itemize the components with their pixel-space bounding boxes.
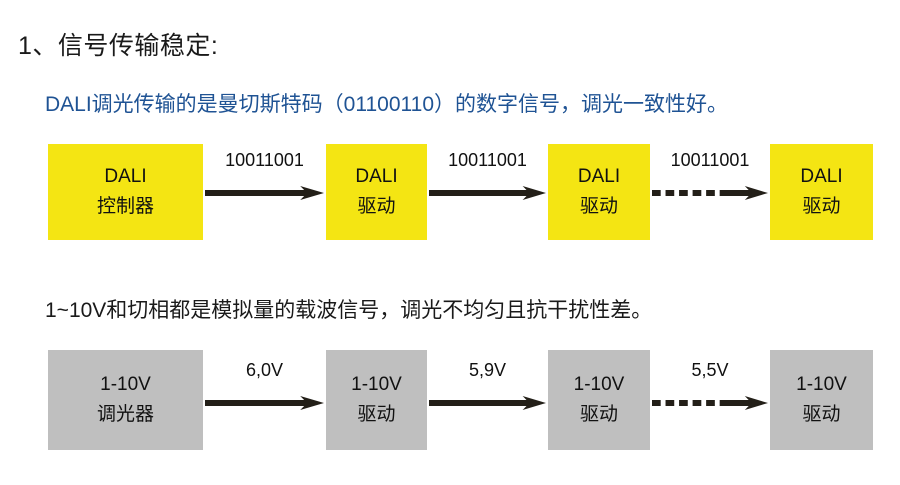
node-line-primary: 1-10V	[100, 374, 151, 396]
analog-node-driver-1: 1-10V 驱动	[326, 350, 427, 450]
node-line-primary: DALI	[800, 166, 843, 188]
node-line-secondary: 驱动	[802, 404, 841, 425]
dali-flow-diagram: DALI 控制器 10011001 DALI 驱动 10011001	[0, 144, 900, 240]
dali-connector-3-label: 10011001	[670, 150, 750, 170]
node-line-primary: 1-10V	[351, 374, 402, 396]
dali-node-driver-2: DALI 驱动	[548, 144, 650, 240]
node-line-primary: DALI	[577, 166, 621, 188]
dali-connector-1-label: 10011001	[225, 150, 304, 170]
dali-node-controller: DALI 控制器	[48, 144, 203, 240]
analog-connector-1: 6,0V	[203, 350, 326, 450]
arrow-right-solid-icon	[205, 396, 324, 410]
node-line-secondary: 调光器	[96, 404, 154, 425]
node-line-primary: DALI	[355, 166, 398, 188]
node-line-secondary: 驱动	[357, 196, 396, 217]
analog-node-driver-3: 1-10V 驱动	[770, 350, 873, 450]
arrow-right-solid-icon	[429, 186, 546, 200]
analog-description-text: 1~10V和切相都是模拟量的载波信号，调光不均匀且抗干扰性差。	[45, 299, 653, 322]
dali-node-driver-3: DALI 驱动	[770, 144, 873, 240]
analog-flow-diagram: 1-10V 调光器 6,0V 1-10V 驱动 5,9V	[0, 350, 900, 450]
node-line-secondary: 驱动	[802, 196, 841, 217]
analog-connector-2-label: 5,9V	[468, 360, 507, 380]
node-line-primary: DALI	[104, 166, 147, 188]
dali-description-text: DALI调光传输的是曼切斯特码（01100110）的数字信号，调光一致性好。	[45, 93, 729, 116]
dali-connector-2-label: 10011001	[448, 150, 527, 170]
page-title: 1、信号传输稳定:	[18, 32, 219, 60]
analog-connector-3-label: 5,5V	[691, 360, 729, 380]
arrow-right-dashed-icon	[652, 396, 768, 410]
analog-connector-2: 5,9V	[427, 350, 548, 450]
dali-connector-3: 10011001	[650, 144, 770, 240]
analog-node-driver-2: 1-10V 驱动	[548, 350, 650, 450]
dali-connector-2: 10011001	[427, 144, 548, 240]
analog-node-dimmer: 1-10V 调光器	[48, 350, 203, 450]
dali-connector-1: 10011001	[203, 144, 326, 240]
node-line-secondary: 驱动	[579, 196, 618, 217]
analog-connector-1-label: 6,0V	[245, 360, 284, 380]
node-line-secondary: 驱动	[579, 404, 618, 425]
arrow-right-dashed-icon	[652, 186, 768, 200]
analog-connector-3: 5,5V	[650, 350, 770, 450]
node-line-secondary: 控制器	[96, 196, 154, 217]
node-line-primary: 1-10V	[573, 374, 625, 396]
node-line-primary: 1-10V	[796, 374, 847, 396]
arrow-right-solid-icon	[205, 186, 324, 200]
node-line-secondary: 驱动	[357, 404, 396, 425]
arrow-right-solid-icon	[429, 396, 546, 410]
dali-node-driver-1: DALI 驱动	[326, 144, 427, 240]
